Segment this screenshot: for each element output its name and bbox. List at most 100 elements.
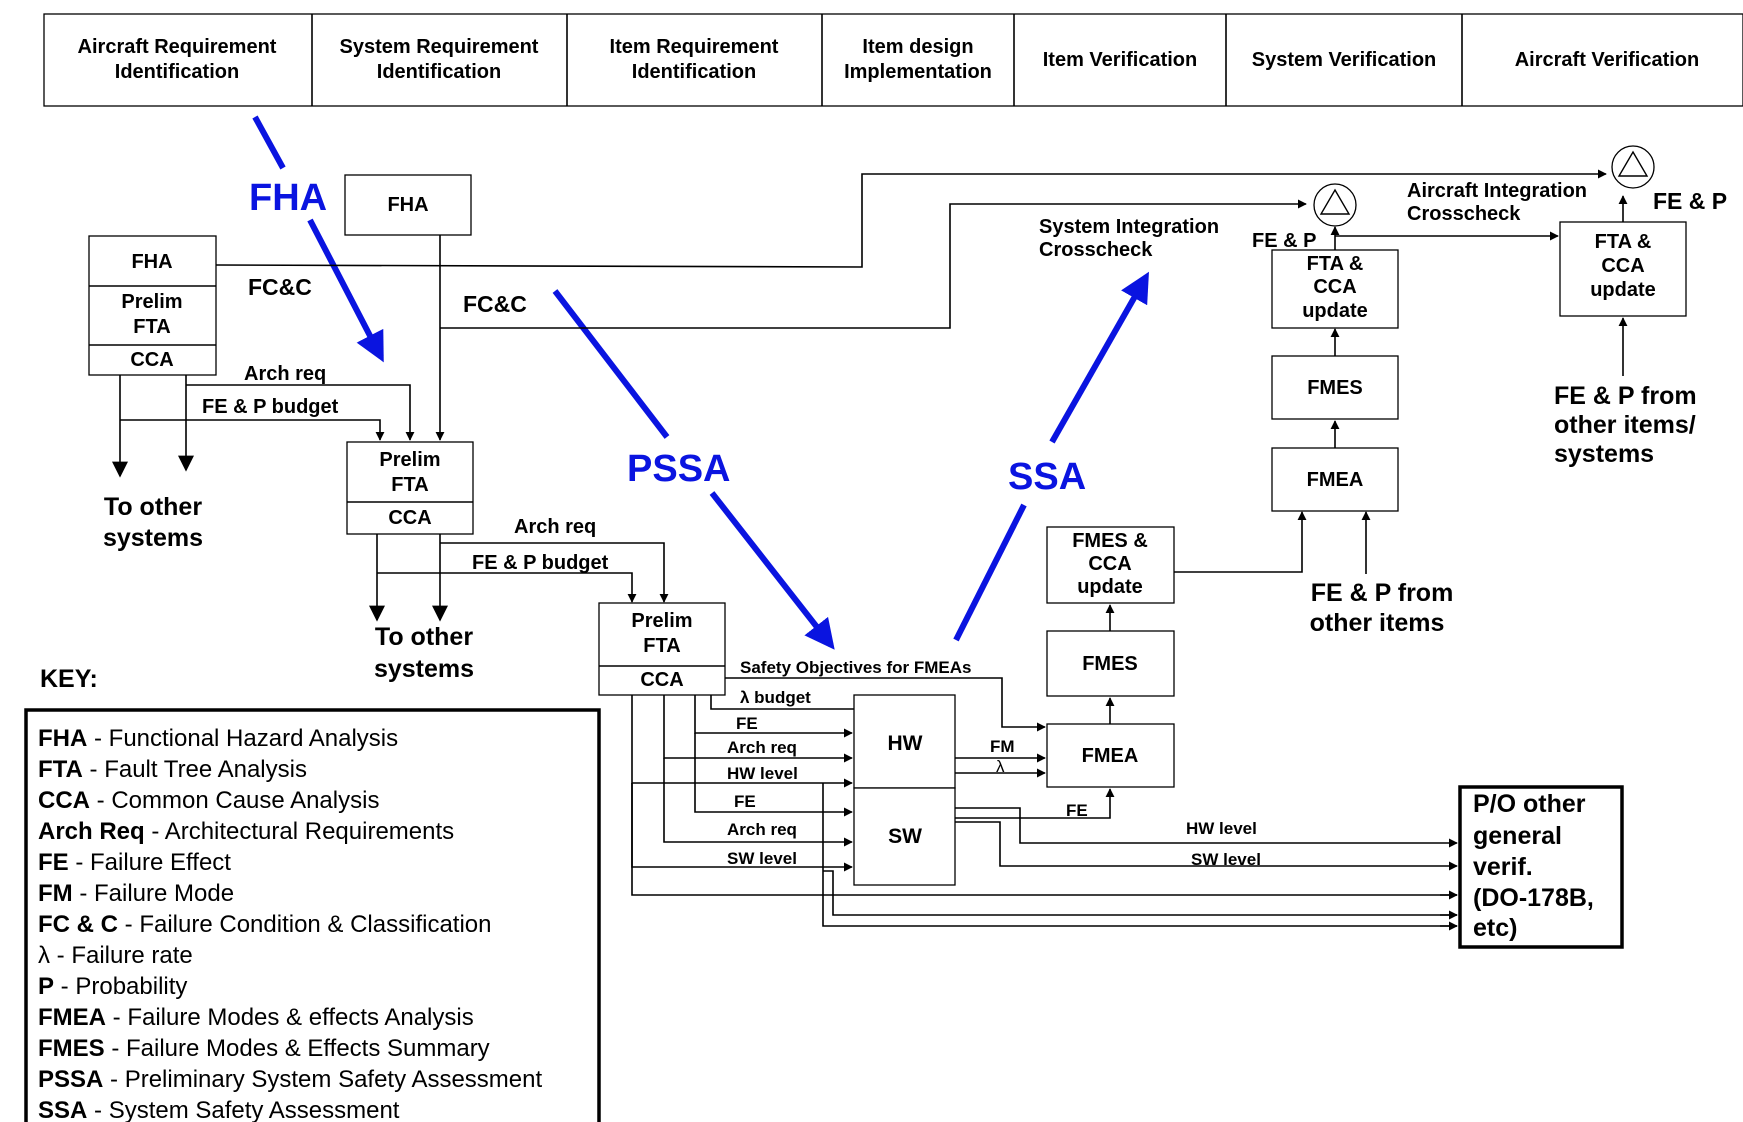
key-entry-desc: - Failure Condition & Classification	[118, 911, 492, 938]
fta-cca-ac-box	[1559, 221, 1687, 317]
fmes-sys-label: FMES	[1307, 377, 1363, 399]
process-arrows: FHA PSSA SSA	[249, 115, 1149, 650]
aircraft-arch-req-label: Arch req	[244, 363, 326, 385]
phase-aircraft-req-line2: Identification	[115, 61, 239, 83]
sw-box	[853, 787, 956, 886]
key: KEY: FHA - Functional Hazard AnalysisFTA…	[24, 665, 601, 1122]
ssa-process-arrow-bottom	[953, 503, 1027, 642]
key-entry-abbr: FTA	[38, 756, 83, 783]
key-entry-abbr: FC & C	[38, 911, 118, 938]
system-fta-cca-box	[346, 441, 474, 535]
phase-aircraft-req-line1: Aircraft Requirement	[78, 36, 277, 58]
key-entry-desc: - Preliminary System Safety Assessment	[103, 1066, 542, 1093]
aircraft-fha-fta-cca-box	[88, 235, 217, 376]
key-entry-desc: - Failure Modes & effects Analysis	[106, 1004, 474, 1031]
aircraft-level: FHA Prelim FTA CCA To other systems Arch…	[88, 169, 1607, 552]
to-po-line-2	[822, 783, 1457, 927]
item-fta-cca-box	[598, 602, 726, 696]
key-title: KEY:	[40, 665, 98, 693]
system-fcc-label: FC&C	[463, 291, 527, 317]
sw-level-to-sw-label: SW level	[727, 849, 797, 868]
hw-box	[853, 694, 956, 789]
fmea-sys-label: FMEA	[1307, 469, 1364, 491]
pssa-process-label: PSSA	[627, 448, 730, 490]
arch-req-to-sw-arrow	[663, 758, 853, 847]
key-entry-abbr: FM	[38, 880, 73, 907]
system-fta-line1: Prelim	[379, 449, 440, 471]
system-budget-label: FE & P budget	[472, 552, 609, 574]
key-entry-abbr: FMEA	[38, 1004, 106, 1031]
to-po-line-1	[631, 783, 1457, 896]
key-entry: FM - Failure Mode	[38, 880, 234, 907]
aircraft-fha-label: FHA	[131, 251, 172, 273]
key-entry: FTA - Fault Tree Analysis	[38, 756, 307, 783]
po-line4: (DO-178B,	[1473, 884, 1594, 912]
crosscheck-triangle-icon	[1617, 150, 1649, 177]
item-cca-label: CCA	[640, 669, 683, 691]
system-to-other-line1: To other	[375, 623, 473, 651]
key-box	[24, 708, 601, 1122]
fe-p-ac-label: FE & P	[1653, 188, 1727, 214]
key-entry-desc: - Failure Effect	[69, 849, 232, 876]
pssa-process-arrow-top	[552, 289, 670, 439]
key-entry-abbr: FE	[38, 849, 69, 876]
aircraft-arch-req-arrow	[186, 384, 415, 441]
fha-process-arrow	[307, 218, 384, 363]
system-arch-req-arrow	[440, 542, 669, 603]
po-line3: verif.	[1473, 853, 1533, 881]
ac-integration-line2: Crosscheck	[1407, 203, 1521, 225]
sw-label: SW	[888, 825, 922, 848]
key-entry: FMES - Failure Modes & Effects Summary	[38, 1035, 490, 1062]
fta-cca-sys-line3: update	[1302, 300, 1368, 322]
phase-item-verification: Item Verification	[1043, 49, 1198, 71]
arch-req-to-sw-label: Arch req	[727, 820, 797, 839]
key-entry: P - Probability	[38, 973, 187, 1000]
po-line2: general	[1473, 822, 1562, 850]
fmes-cca-update-box	[1046, 526, 1175, 604]
fmes-cca-line1: FMES &	[1072, 530, 1148, 552]
aircraft-fcc-line	[215, 169, 1607, 268]
sys-integration-line2: Crosscheck	[1039, 239, 1153, 261]
item-verification: FMEA FMES FMES & CCA update	[1046, 511, 1307, 788]
fmea-item-box	[1046, 723, 1175, 788]
key-entry: FE - Failure Effect	[38, 849, 231, 876]
pssa-process-arrow	[709, 491, 835, 650]
aircraft-budget-label: FE & P budget	[202, 396, 339, 418]
key-entry-abbr: FMES	[38, 1035, 105, 1062]
system-to-other-line2: systems	[374, 655, 474, 683]
crosscheck-triangle-icon	[1319, 188, 1351, 215]
key-entry: SSA - System Safety Assessment	[38, 1097, 400, 1122]
phase-system-req-line2: Identification	[377, 61, 501, 83]
update-to-sys-fmea-arrow	[1174, 511, 1307, 573]
key-entry-desc: - Fault Tree Analysis	[83, 756, 307, 783]
sys-integration-line1: System Integration	[1039, 216, 1219, 238]
aircraft-fcc-label: FC&C	[248, 274, 312, 300]
phase-aircraft-verification: Aircraft Verification	[1515, 49, 1700, 71]
item-fta-line1: Prelim	[631, 610, 692, 632]
fha-process-label: FHA	[249, 177, 327, 219]
key-entry: FHA - Functional Hazard Analysis	[38, 725, 398, 752]
fta-cca-ac-line1: FTA &	[1595, 231, 1652, 253]
sw-level-out-label: SW level	[1191, 850, 1261, 869]
fe-to-sw-label: FE	[734, 792, 756, 811]
safety-objectives-label: Safety Objectives for FMEAs	[740, 658, 971, 677]
system-arch-req-label: Arch req	[514, 516, 596, 538]
aircraft-to-other-line2: systems	[103, 524, 203, 552]
po-other-box	[1458, 785, 1624, 949]
to-po-line-3	[823, 870, 1457, 916]
phase-header-frame	[43, 13, 1743, 107]
phase-item-req-line1: Item Requirement	[610, 36, 779, 58]
fta-cca-sys-line2: CCA	[1313, 276, 1356, 298]
fmea-sys-box	[1271, 447, 1399, 512]
key-entry: FMEA - Failure Modes & effects Analysis	[38, 1004, 474, 1031]
hw-level-out-arrow	[955, 807, 1458, 848]
fm-label: FM	[990, 737, 1015, 756]
fe-p-items-line1: FE & P from	[1311, 579, 1454, 607]
system-budget-arrow	[377, 572, 637, 603]
phase-header: Aircraft Requirement Identification Syst…	[43, 13, 1743, 107]
ssa-process-label: SSA	[1008, 456, 1086, 498]
system-verification: FMEA FE & P from other items FMES FTA & …	[1039, 183, 1559, 637]
key-entry-abbr: Arch Req	[38, 818, 145, 845]
key-entry: CCA - Common Cause Analysis	[38, 787, 379, 814]
phase-system-verification: System Verification	[1252, 49, 1437, 71]
